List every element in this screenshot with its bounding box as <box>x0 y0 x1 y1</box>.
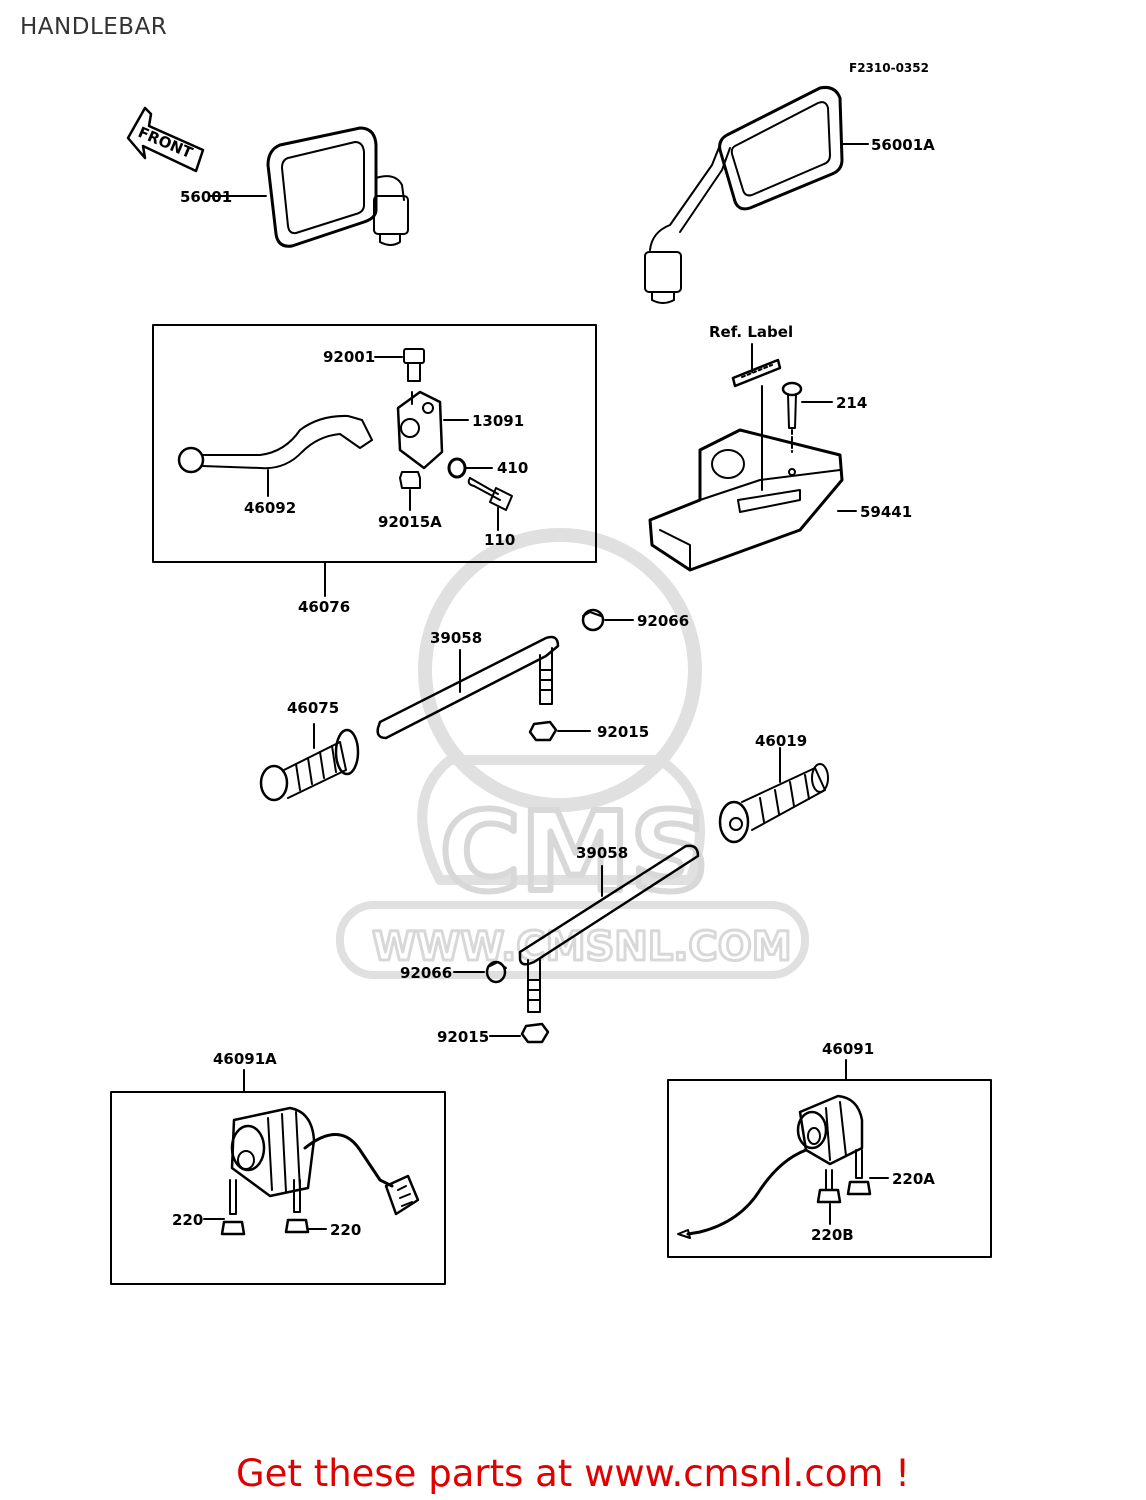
label-screw-220-left: 220 <box>172 1211 203 1229</box>
washer-410 <box>447 457 467 479</box>
label-nut-92015A: 92015A <box>378 513 442 531</box>
group-label-46091: 46091 <box>822 1040 874 1058</box>
grip-46075 <box>259 728 360 802</box>
grip-46019 <box>718 763 829 844</box>
screw-214 <box>781 381 803 429</box>
label-bar-39058-top: 39058 <box>430 629 482 647</box>
watermark: CMS WWW.CMSNL.COM <box>336 528 809 979</box>
label-mirror-left: 56001 <box>180 188 232 206</box>
group-box-46076 <box>152 324 597 563</box>
label-ref-label: Ref. Label <box>709 323 793 341</box>
front-arrow-icon: FRONT <box>126 106 205 173</box>
screw-220A <box>846 1149 872 1196</box>
label-nut-92015-top: 92015 <box>597 723 649 741</box>
nut-92015-bottom <box>520 1022 550 1044</box>
nut-92015-top <box>528 720 558 742</box>
ref-label-sticker <box>731 358 782 388</box>
label-mirror-right: 56001A <box>871 136 935 154</box>
footer-promo-link[interactable]: Get these parts at www.cmsnl.com ! <box>235 1452 910 1495</box>
label-holder-13091: 13091 <box>472 412 524 430</box>
label-screw-220A: 220A <box>892 1170 935 1188</box>
mirror-right <box>644 86 844 304</box>
label-screw-220-right: 220 <box>330 1221 361 1239</box>
group-box-46091A <box>110 1091 446 1285</box>
connector-left <box>384 1174 420 1216</box>
cover-59441 <box>648 428 844 572</box>
label-nut-92015-bottom: 92015 <box>437 1028 489 1046</box>
label-bolt-92001: 92001 <box>323 348 375 366</box>
holder-13091 <box>396 390 444 470</box>
label-lever-46092: 46092 <box>244 499 296 517</box>
watermark-logo: CMS <box>440 788 709 916</box>
label-bar-39058-bottom: 39058 <box>576 844 628 862</box>
plug-92066-top <box>581 608 605 632</box>
switch-housing-left <box>230 1106 394 1198</box>
switch-housing-right <box>677 1094 864 1239</box>
screw-220-left <box>220 1179 246 1236</box>
group-label-46091A: 46091A <box>213 1050 277 1068</box>
label-cover-59441: 59441 <box>860 503 912 521</box>
group-box-46091 <box>667 1079 992 1258</box>
nut-92015A <box>399 471 421 489</box>
bar-39058-bottom <box>518 844 700 1013</box>
bolt-92001 <box>403 348 425 382</box>
plug-92066-bottom <box>485 960 507 984</box>
label-plug-92066-bottom: 92066 <box>400 964 452 982</box>
mirror-left <box>266 126 409 248</box>
screw-220-right <box>284 1179 310 1234</box>
bolt-110 <box>467 477 513 511</box>
bar-39058-top <box>376 635 560 740</box>
label-screw-214: 214 <box>836 394 867 412</box>
lever-46092 <box>177 414 373 474</box>
page-title: HANDLEBAR <box>20 14 168 40</box>
screw-220B <box>816 1169 842 1204</box>
label-plug-92066-top: 92066 <box>637 612 689 630</box>
label-bolt-110: 110 <box>484 531 515 549</box>
label-screw-220B: 220B <box>811 1226 854 1244</box>
label-grip-46075: 46075 <box>287 699 339 717</box>
figure-number: F2310-0352 <box>849 61 929 75</box>
group-label-46076: 46076 <box>298 598 350 616</box>
label-washer-410: 410 <box>497 459 528 477</box>
label-grip-46019: 46019 <box>755 732 807 750</box>
